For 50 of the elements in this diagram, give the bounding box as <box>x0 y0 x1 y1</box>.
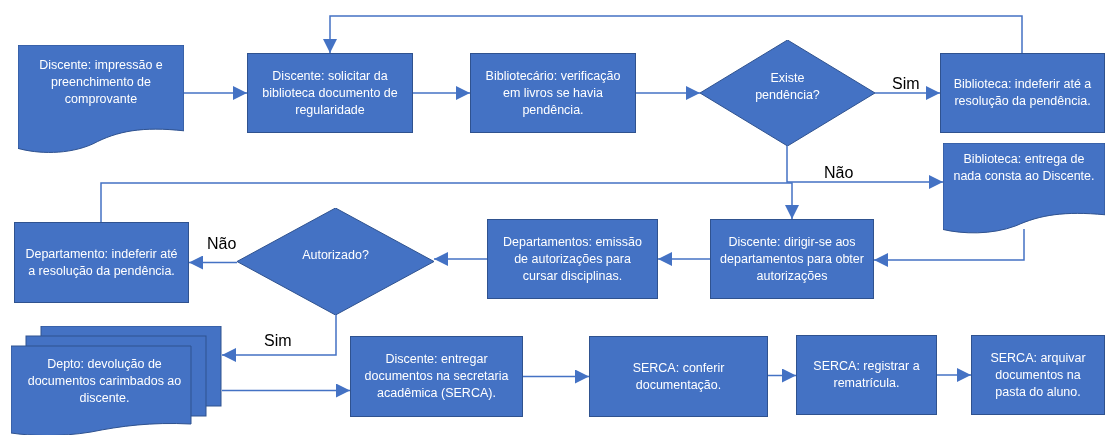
process-box <box>350 336 523 417</box>
box-text: Departamento: indeferir até a resolução da pendência. <box>24 245 179 280</box>
box-text: Existe pendência? <box>754 70 821 104</box>
arrow <box>188 255 238 270</box>
box-text: SERCA: registrar a rematrícula. <box>812 358 921 392</box>
box-text: Discente: solicitar da biblioteca documento de regularidade <box>261 67 399 119</box>
process-box <box>796 335 937 415</box>
box-text: SERCA: arquivar documentos na pasta do aluno. <box>989 349 1087 401</box>
edge-label: Não <box>205 236 239 252</box>
document-shape <box>18 45 184 155</box>
process-box <box>247 53 413 133</box>
decision-diamond <box>237 208 434 315</box>
box-text: Discente: entregar documentos na secretaria acadêmica (SERCA). <box>363 351 510 402</box>
box-text: Discente: dirigir-se aos departamentos para obter autorizações <box>719 233 865 285</box>
process-box <box>589 336 768 417</box>
box-text: Bibliotecário: verificação em livros se havia pendência. <box>484 67 622 119</box>
box-text: Biblioteca: entrega de nada consta ao Discente. <box>952 151 1096 185</box>
box-text: SERCA: conferir documentação. <box>631 359 726 394</box>
box-text: Biblioteca: indeferir até a resolução da pendência. <box>952 76 1093 110</box>
arrow <box>874 86 941 100</box>
arrow <box>522 369 590 384</box>
process-box <box>940 53 1105 133</box>
process-box <box>971 335 1105 415</box>
arrow <box>635 86 701 100</box>
arrow <box>183 86 248 100</box>
arrow <box>873 228 1025 267</box>
arrow <box>323 15 1023 54</box>
process-box <box>487 219 658 299</box>
box-text: Autorizado? <box>302 247 369 264</box>
multi-document-shape <box>11 326 222 435</box>
arrow <box>221 314 337 362</box>
box-text: Departamentos: emissão de autorizações para cursar disciplinas. <box>502 233 643 285</box>
arrow <box>412 86 471 100</box>
arrow <box>767 368 797 383</box>
box-text: Depto: devolução de documentos carimbados ao discente. <box>26 356 183 407</box>
arrow <box>936 368 972 382</box>
arrow <box>657 252 711 266</box>
process-box <box>710 219 874 299</box>
document-shape <box>943 143 1105 235</box>
process-box <box>14 222 189 303</box>
arrow <box>433 252 488 266</box>
arrow <box>100 182 799 223</box>
box-text: Discente: impressão e preenchimento de comprovante <box>38 57 164 108</box>
decision-diamond <box>700 40 875 146</box>
edge-label: Sim <box>890 76 922 92</box>
arrow <box>221 383 351 398</box>
edge-label: Sim <box>262 333 294 349</box>
process-box <box>470 53 636 133</box>
edge-label: Não <box>822 165 856 181</box>
arrow <box>786 145 944 189</box>
